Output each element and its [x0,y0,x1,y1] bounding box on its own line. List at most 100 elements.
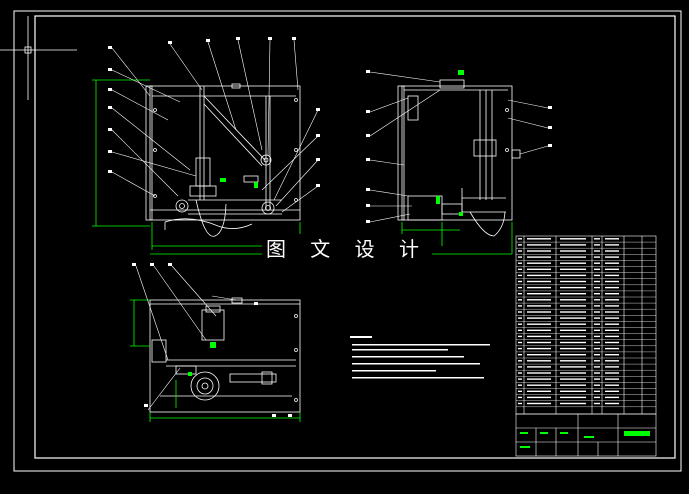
parts-list-entry [527,384,551,386]
parts-list-entry [518,360,522,362]
parts-list-entry [594,378,600,380]
parts-list-entry [594,329,600,331]
parts-list-entry [518,280,522,283]
title-block-accents [520,431,650,448]
parts-list-entry [560,256,586,258]
parts-list-entry [527,286,551,289]
parts-list-entry [527,329,551,331]
parts-list-entry [560,280,586,283]
parts-list-entry [605,396,619,399]
parts-list-entry [605,238,619,240]
parts-list-entry [594,286,600,289]
parts-list-entry [518,323,522,325]
parts-list-entry [527,360,551,362]
parts-list-entry [560,329,586,331]
parts-list-entry [560,378,586,380]
parts-list-entry [605,372,619,374]
parts-list-entry [605,262,619,264]
top-view-leaders [135,265,237,411]
parts-list-entry [527,390,551,392]
parts-list-entry [560,366,586,368]
parts-list-entry [594,280,600,283]
parts-list-entry [560,244,586,246]
top-view [149,297,301,413]
parts-list-entry [594,402,600,405]
parts-list-entry [594,390,600,392]
parts-list-entry [527,396,551,399]
parts-list-entry [605,293,619,295]
parts-list-entry [560,335,586,338]
parts-list-entry [527,262,551,264]
parts-list-entry [527,366,551,368]
parts-list-entry [594,372,600,374]
parts-list-entry [560,262,586,264]
side-view-dimensions [401,222,513,255]
parts-list-entry [605,280,619,283]
parts-list-entry [605,317,619,319]
parts-list-entry [560,317,586,319]
parts-list-entry [518,390,522,392]
parts-list-entry [560,396,586,399]
parts-list-entry [560,311,586,313]
parts-list-entry [594,238,600,240]
front-view-balloons [108,37,320,187]
parts-list-entry [605,244,619,246]
parts-list-entry [518,238,522,240]
parts-list-entry [527,250,551,252]
parts-list-entry [518,262,522,264]
parts-list-entry [605,323,619,325]
parts-list-entry [605,360,619,362]
parts-list-entry [527,280,551,283]
parts-list-entry [605,354,619,356]
parts-list-entry [594,311,600,313]
parts-list-entry [527,317,551,319]
parts-list-entry [518,347,522,350]
side-view [397,79,521,237]
parts-list-entry [560,402,586,405]
parts-list-entry [527,244,551,246]
parts-list-entry [560,238,586,240]
title-block [515,413,657,457]
parts-list-entry [527,347,551,350]
parts-list-entry [527,274,551,277]
parts-list-entry [594,262,600,264]
parts-list-entry [594,347,600,350]
parts-list-entry [560,286,586,289]
parts-list-entry [594,299,600,301]
parts-list-entry [605,341,619,344]
parts-list-entry [560,305,586,307]
front-view-leaders [111,39,319,213]
parts-list-entry [594,341,600,344]
parts-list-entry [594,244,600,246]
parts-list-entry [594,335,600,338]
front-view [145,83,301,237]
parts-list-entry [518,372,522,374]
parts-list-entry [518,311,522,313]
parts-list-entry [560,268,586,270]
parts-list-entry [560,390,586,392]
parts-list-entry [605,274,619,277]
parts-list-entry [560,372,586,374]
technical-notes [350,336,490,379]
parts-list-entry [605,250,619,252]
parts-list-entry [527,311,551,313]
parts-list-entry [527,372,551,374]
parts-list-entry [518,268,522,270]
parts-list-entry [527,293,551,295]
top-view-accents [188,342,216,376]
parts-list-entry [594,384,600,386]
drawing-frame [0,10,682,472]
parts-list-entry [605,335,619,338]
side-view-leaders [369,71,549,223]
parts-list-entry [560,250,586,252]
parts-list-entry [518,317,522,319]
side-view-balloons [366,70,552,223]
parts-list-entry [518,396,522,399]
parts-list-entry [605,384,619,386]
front-view-accents [220,178,258,188]
parts-list-entry [594,360,600,362]
parts-list-entry [560,384,586,386]
parts-list-entry [527,238,551,240]
parts-list-entry [527,341,551,344]
parts-list-entry [518,274,522,277]
